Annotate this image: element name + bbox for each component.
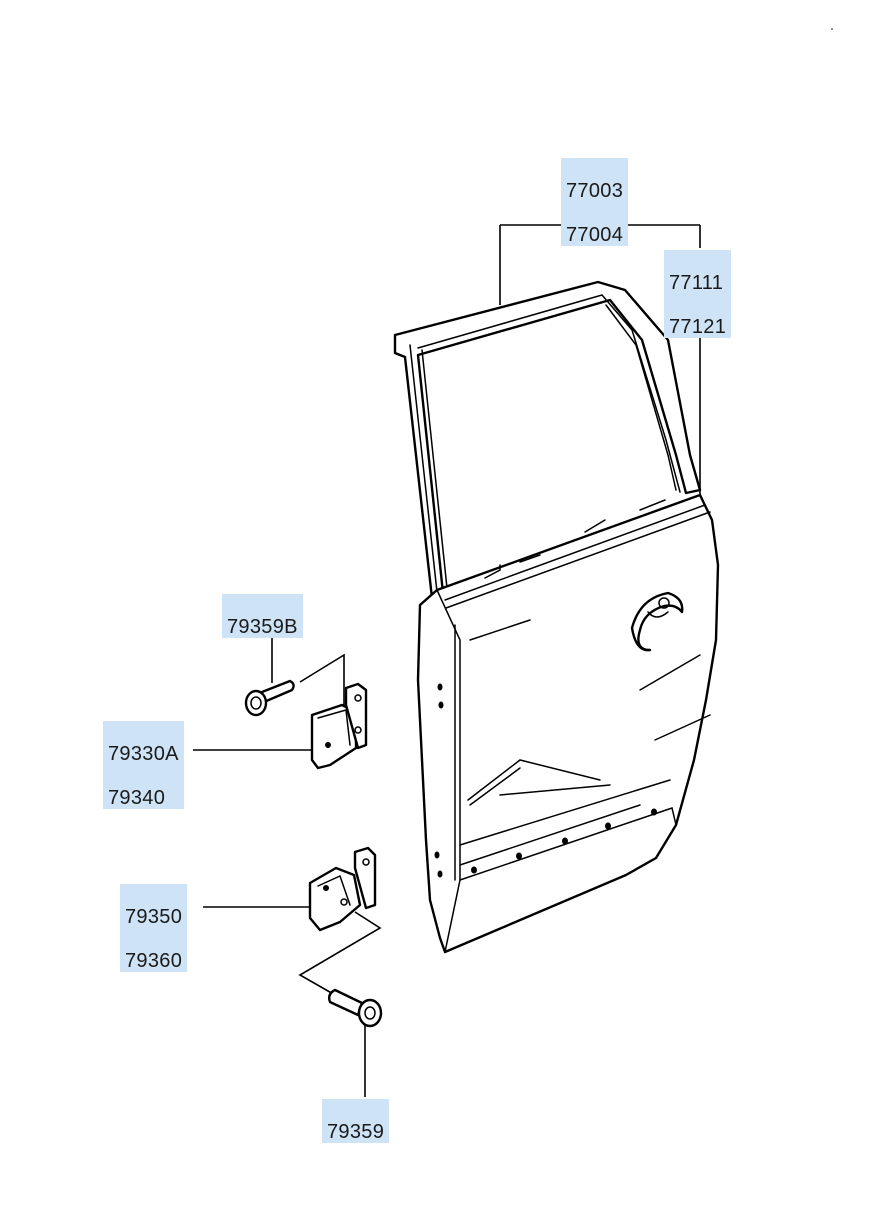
callout-upper-hinge-line2: 79340 — [108, 787, 166, 809]
callout-door-panel: 77111 77121 — [664, 250, 732, 338]
callout-door-assembly: 77003 77004 — [561, 158, 629, 246]
callout-upper-hinge: 79330A 79340 — [103, 721, 184, 809]
callout-door-assembly-line1: 77003 — [566, 180, 624, 202]
leader-upper-bolt-axis — [299, 653, 345, 705]
callout-upper-hinge-line1: 79330A — [108, 743, 179, 765]
callout-door-panel-line1: 77111 — [669, 272, 724, 294]
callout-lower-hinge-line1: 79350 — [125, 906, 183, 928]
callout-lower-hinge: 79350 79360 — [120, 884, 188, 972]
corner-mark — [831, 28, 833, 30]
callout-lower-hinge-bolt: 79359 — [322, 1099, 390, 1143]
upper-hinge-part — [310, 682, 368, 770]
leader-lower-bolt-axis — [298, 911, 382, 996]
window-frame — [393, 280, 702, 600]
callout-upper-hinge-bolt-line1: 79359B — [227, 616, 298, 638]
callout-lower-hinge-bolt-line1: 79359 — [327, 1121, 385, 1143]
callout-upper-hinge-bolt: 79359B — [222, 594, 303, 638]
upper-bolt-part — [244, 679, 295, 717]
callout-door-panel-line2: 77121 — [669, 316, 727, 338]
callout-lower-hinge-line2: 79360 — [125, 950, 183, 972]
callout-door-assembly-line2: 77004 — [566, 224, 624, 246]
lower-hinge-part — [308, 846, 377, 932]
lower-bolt-part — [327, 988, 383, 1028]
door-panel — [416, 493, 720, 954]
panel-holes — [434, 683, 657, 878]
